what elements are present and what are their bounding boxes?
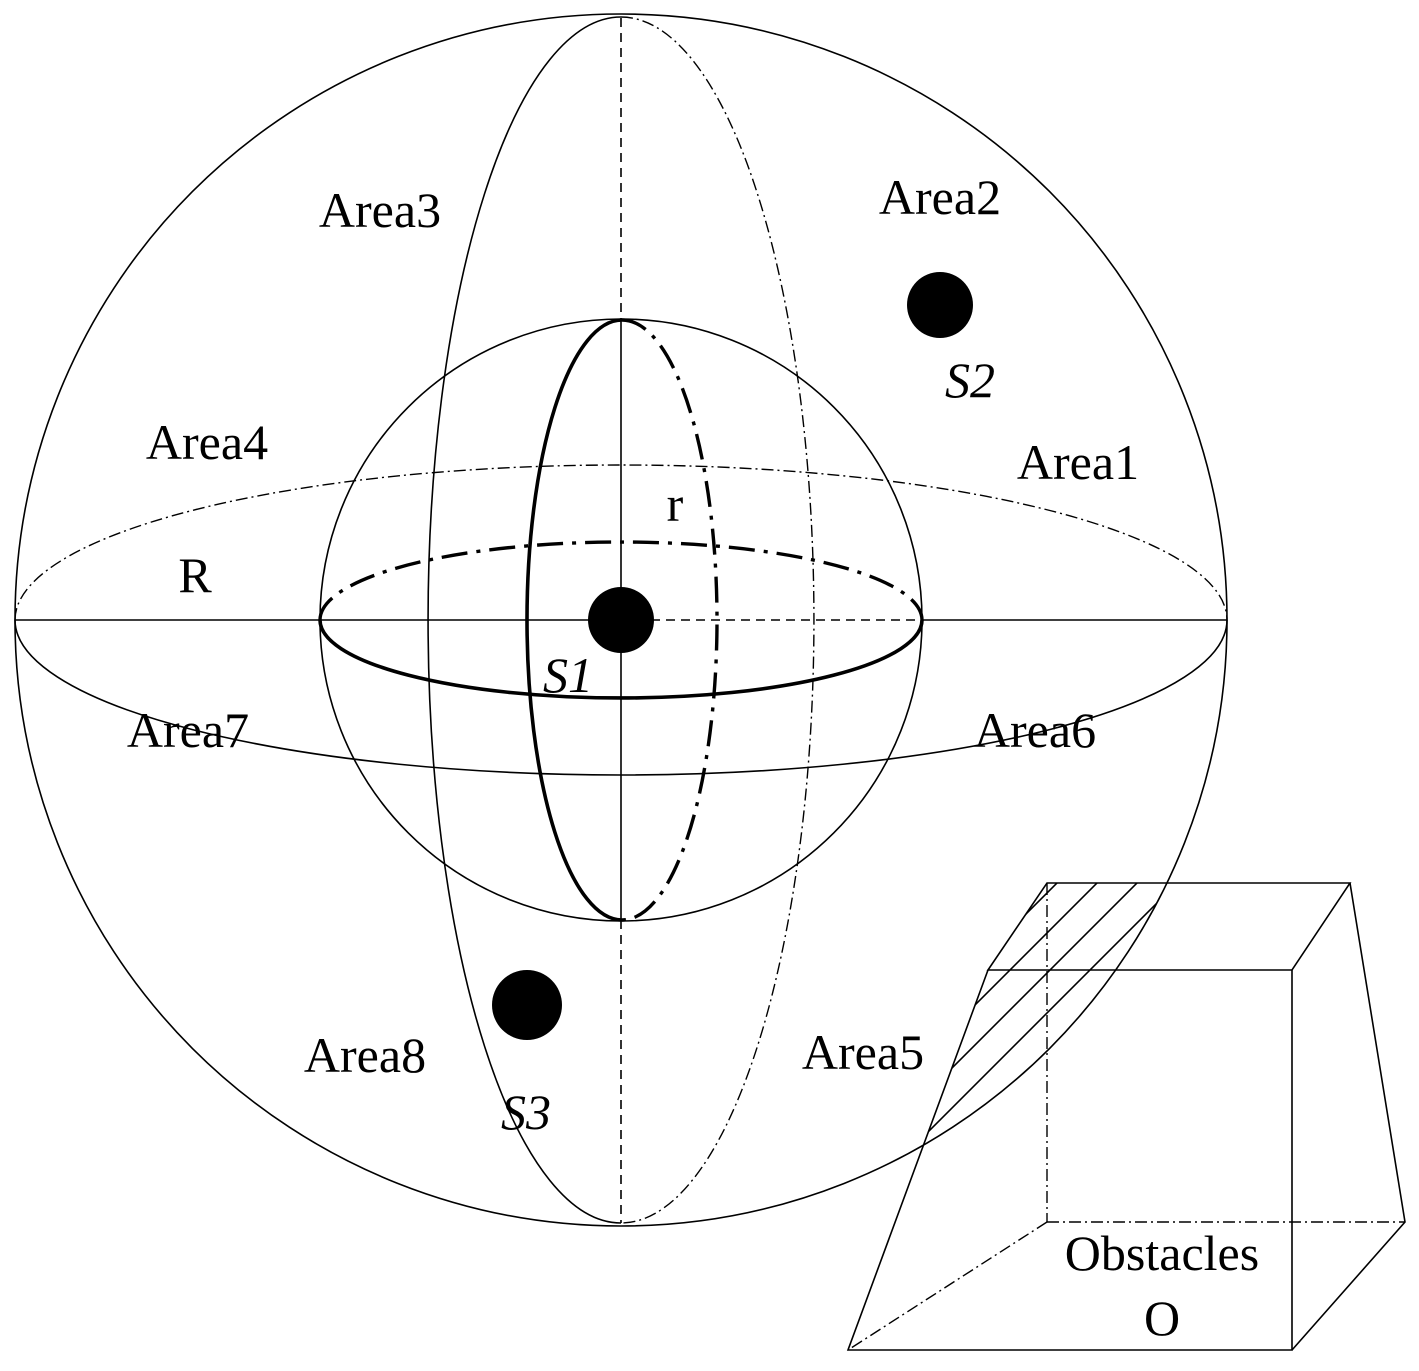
obstacle-right-face <box>1291 882 1406 1351</box>
sensor-s3-label: S3 <box>501 1084 551 1140</box>
sensor-s2-label: S2 <box>945 352 995 408</box>
outer-radius-label: R <box>178 547 212 603</box>
area5-label: Area5 <box>802 1024 924 1080</box>
obstacle-overlap-hatch <box>848 883 1227 1226</box>
obstacle-hidden-diagonal-edge <box>847 1221 1048 1351</box>
obstacle-front-face <box>846 969 1293 1351</box>
area4-label: Area4 <box>146 414 268 470</box>
inner-meridian-back <box>621 318 719 922</box>
area6-label: Area6 <box>974 702 1096 758</box>
hatch-line <box>848 883 1201 1226</box>
hatch-line <box>848 883 1081 1226</box>
inner-equator-back <box>318 540 924 621</box>
obstacle-top-face <box>986 882 1352 971</box>
outer-equator-back <box>14 464 1228 621</box>
area8-label: Area8 <box>304 1027 426 1083</box>
inner-meridian-front <box>525 318 623 922</box>
area1-label: Area1 <box>1017 434 1139 490</box>
area3-label: Area3 <box>319 182 441 238</box>
outer-meridian-back <box>620 16 815 1224</box>
area7-label: Area7 <box>127 702 249 758</box>
sensor-s3-node <box>492 970 562 1040</box>
obstacle-label: Obstacles <box>1065 1225 1259 1281</box>
obstacle-symbol: O <box>1144 1290 1180 1346</box>
hatch-line <box>848 883 1001 1226</box>
sensor-s2-node <box>907 272 973 338</box>
obstacle-box <box>846 882 1406 1351</box>
sensor-s1-label: S1 <box>543 647 593 703</box>
inner-radius-label: r <box>667 476 684 532</box>
hatch-line <box>848 883 1121 1226</box>
inner-equator-front <box>318 619 924 700</box>
area2-label: Area2 <box>879 169 1001 225</box>
sensor-s1-node <box>588 587 654 653</box>
